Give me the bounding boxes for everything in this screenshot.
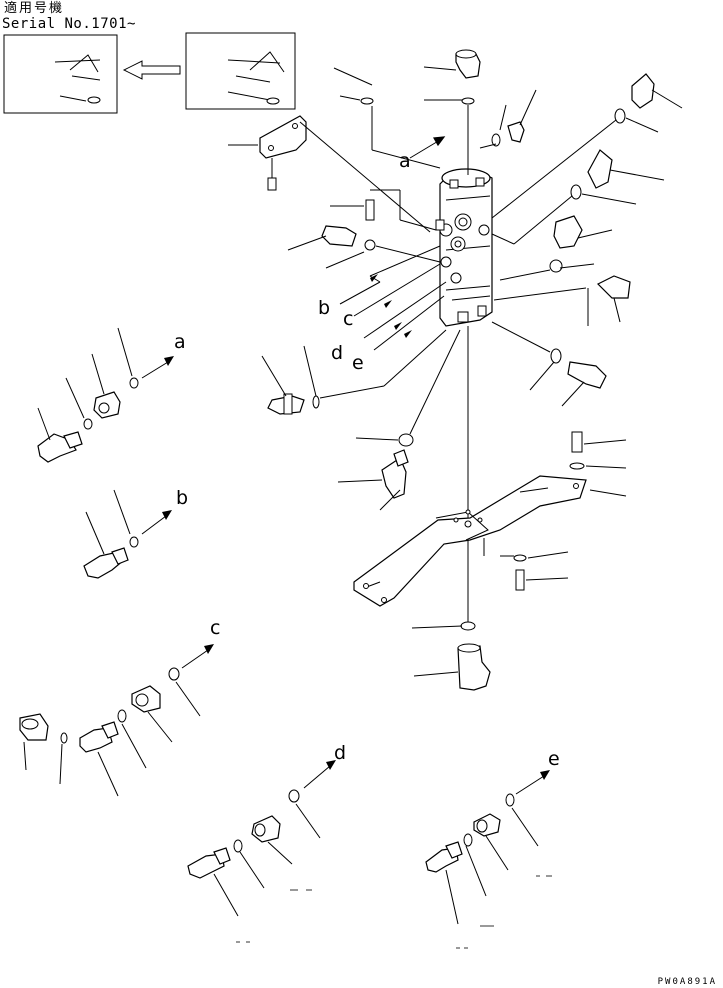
serial-number-label: Serial No.1701~ (2, 16, 136, 32)
callout-leaders (339, 245, 447, 351)
elbow-right-5 (491, 321, 607, 407)
callout-label-e-group: e (548, 748, 560, 770)
fitting-group-e (425, 770, 552, 949)
inset-new-version (3, 34, 118, 114)
drawing-code: PW0A891A (657, 977, 717, 987)
o-ring-middle (355, 329, 461, 447)
elbow-right-3 (499, 215, 613, 281)
callout-label-b-body: b (318, 297, 331, 319)
callout-label-c-body: c (343, 308, 354, 330)
arrow-left (122, 60, 181, 80)
fitting-group-b (83, 489, 172, 579)
mounting-bracket (228, 115, 431, 233)
elbow-right-2 (491, 149, 665, 245)
callout-label-c-group: c (210, 617, 221, 639)
inset-old-version (185, 32, 296, 110)
callout-label-d-group: d (334, 742, 347, 764)
straight-fitting-left (287, 225, 441, 269)
callout-label-a-body: a (399, 150, 411, 172)
callout-label-d-body: d (331, 342, 344, 364)
elbow-right-4 (493, 275, 631, 326)
bolt-left (330, 189, 437, 231)
callout-a-arrow (409, 139, 441, 159)
small-plug-right (479, 89, 537, 149)
top-elbow-fitting (423, 49, 481, 79)
callout-label-e-body: e (352, 352, 364, 374)
elbow-middle (337, 449, 409, 511)
fitting-group-a (37, 327, 174, 463)
washer-left-top (333, 67, 441, 169)
elbow-right-1 (491, 73, 683, 219)
fitting-group-d (187, 760, 336, 943)
callout-label-b-group: b (176, 487, 189, 509)
fitting-group-c (19, 644, 214, 797)
swivel-joint-body (435, 168, 493, 327)
bottom-seal-and-cover (411, 621, 491, 691)
hose-fitting-left (261, 329, 447, 415)
frame-bolts (483, 431, 627, 591)
top-o-ring (461, 97, 475, 105)
support-frame (353, 475, 587, 607)
callout-label-a-group: a (174, 331, 186, 353)
applicable-models-label: 適用号機 (4, 1, 65, 16)
